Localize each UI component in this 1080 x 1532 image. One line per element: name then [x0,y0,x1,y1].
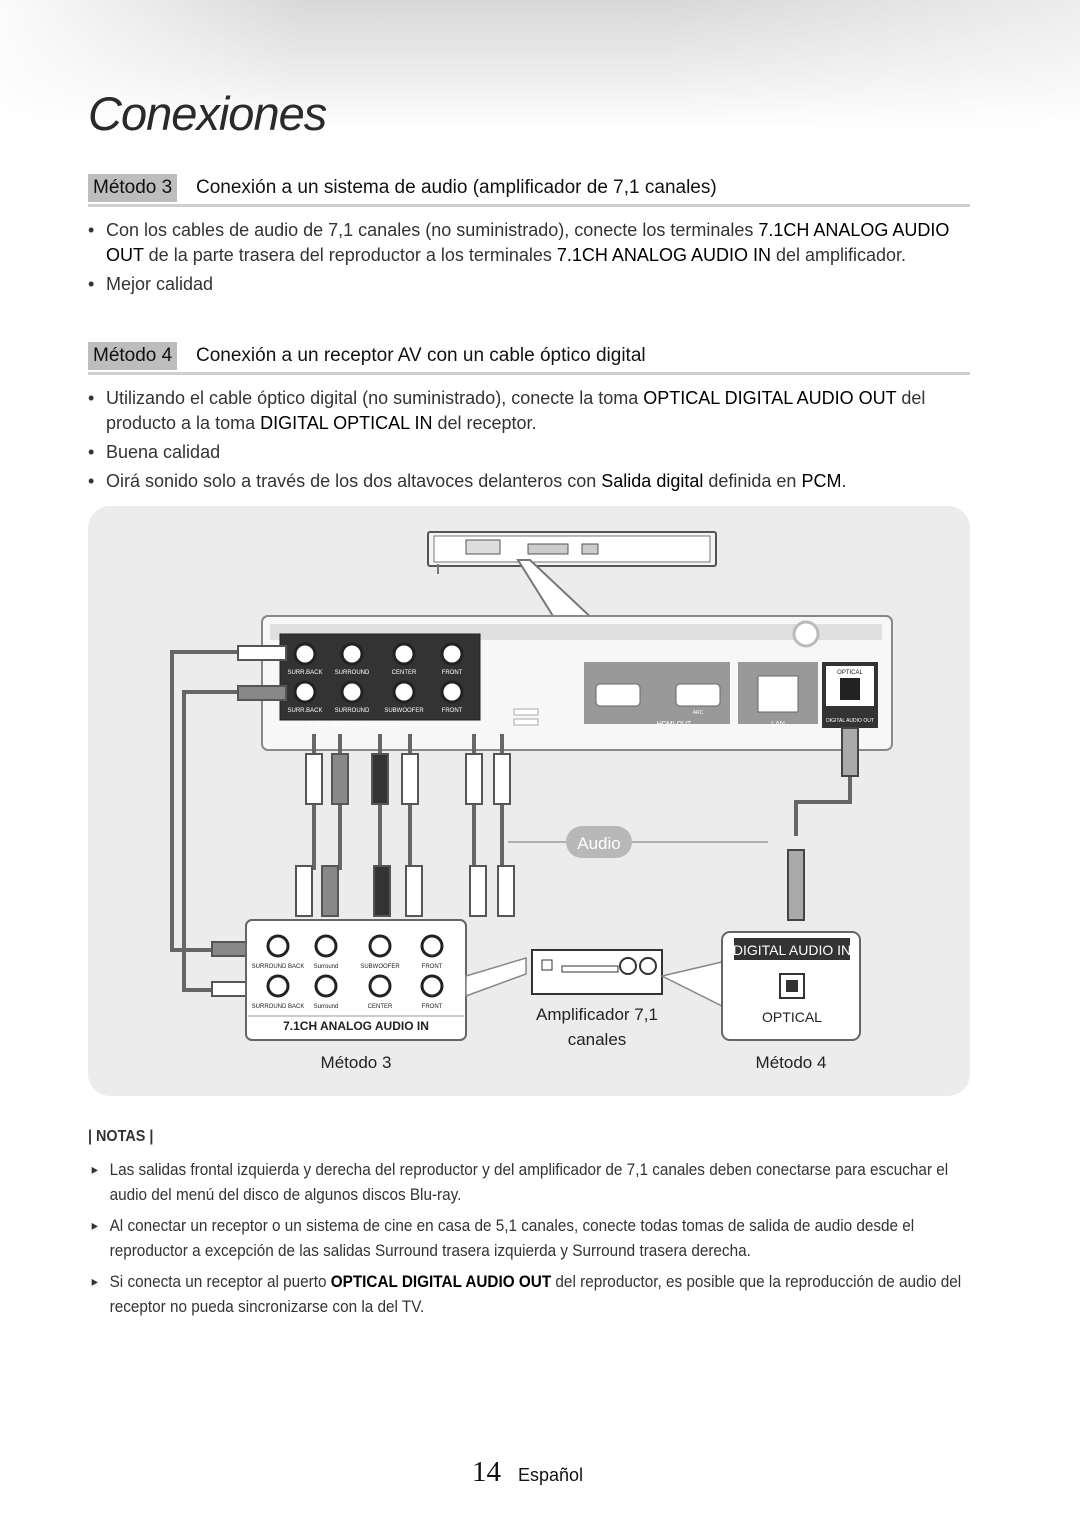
note-item: Las salidas frontal izquierda y derecha … [88,1157,987,1207]
in-label-6: Surround [314,1004,339,1010]
page-language: Español [518,1465,584,1485]
method3-heading: Método 3 Conexión a un sistema de audio … [88,174,970,207]
method4-tag: Método 4 [88,342,178,370]
method4-caption: Método 4 [756,1053,827,1072]
method3-caption: Método 3 [321,1053,392,1072]
optical-plug-top [841,727,859,777]
page-title: Conexiones [88,87,327,140]
out-label-6: SURROUND [335,708,370,714]
player-optical-label: OPTICAL [837,670,863,676]
note-item: Si conecta un receptor al puerto OPTICAL… [88,1269,987,1319]
analog-out-label: 7.1CH ANALOG AUDIO OUT [308,721,400,728]
in-label-7: CENTER [368,1004,393,1010]
notes-header: | NOTAS | [88,1128,154,1145]
page-number: 14 [472,1456,501,1488]
hdmi-arc-label: ARC [693,710,704,716]
method4-bullets: Utilizando el cable óptico digital (no s… [88,386,970,498]
in-label-2: Surround [314,964,339,970]
receiver-input-panel: DIGITAL AUDIO IN OPTICAL [721,931,861,1041]
method4-bullet-3: Oirá sonido solo a través de los dos alt… [88,469,970,494]
amplifier-label-line1: Amplificador 7,1 [536,1005,658,1024]
audio-badge [566,826,632,858]
out-label-3: CENTER [392,670,417,676]
out-label-8: FRONT [442,708,463,714]
receiver-optical-label: OPTICAL [762,1009,822,1025]
in-label-3: SUBWOOFER [360,964,400,970]
method4-bullet-1: Utilizando el cable óptico digital (no s… [88,386,970,436]
method4-title: Conexión a un receptor AV con un cable ó… [196,345,646,366]
method3-title: Conexión a un sistema de audio (amplific… [196,177,717,198]
out-label-1: SURR.BACK [287,670,322,676]
method4-bullet-2: Buena calidad [88,440,970,465]
amplifier-input-panel: SURROUND BACK Surround SUBWOOFER FRONT S… [245,919,467,1041]
out-label-7: SUBWOOFER [384,708,424,714]
notes-list: Las salidas frontal izquierda y derecha … [88,1157,980,1325]
in-label-5: SURROUND BACK [252,1004,305,1010]
audio-badge-label: Audio [577,834,620,853]
player-rear-icon [427,531,717,574]
lan-label: LAN [771,721,785,728]
method4-heading: Método 4 Conexión a un receptor AV con u… [88,342,970,375]
analog-out-jacks [293,642,464,704]
hdmi-out-label: HDMI OUT [657,721,692,728]
rca-plugs-bottom [211,865,515,997]
analog-in-label: 7.1CH ANALOG AUDIO IN [283,1019,429,1033]
out-label-4: FRONT [442,670,463,676]
in-label-4: FRONT [422,964,443,970]
method3-bullets: Con los cables de audio de 7,1 canales (… [88,218,970,301]
in-label-8: FRONT [422,1004,443,1010]
in-label-1: SURROUND BACK [252,964,305,970]
out-label-5: SURR.BACK [287,708,322,714]
method3-bullet-1: Con los cables de audio de 7,1 canales (… [88,218,970,268]
rca-plugs-top [237,645,511,805]
note-item: Al conectar un receptor o un sistema de … [88,1213,987,1263]
amplifier-label-line2: canales [568,1030,627,1049]
connection-diagram: SURR.BACK SURROUND CENTER FRONT SURR.BAC… [88,506,970,1096]
player-rear-panel: SURR.BACK SURROUND CENTER FRONT SURR.BAC… [261,615,893,751]
connection-diagram-svg: SURR.BACK SURROUND CENTER FRONT SURR.BAC… [170,531,893,1072]
optical-plug-bottom [787,849,805,921]
out-label-2: SURROUND [335,670,370,676]
receiver-header: DIGITAL AUDIO IN [733,942,851,958]
amplifier-icon [531,949,663,995]
header-band [0,0,1080,130]
method3-tag: Método 3 [88,174,178,202]
method3-bullet-2: Mejor calidad [88,272,970,297]
digital-audio-out-label: DIGITAL AUDIO OUT [826,718,874,724]
